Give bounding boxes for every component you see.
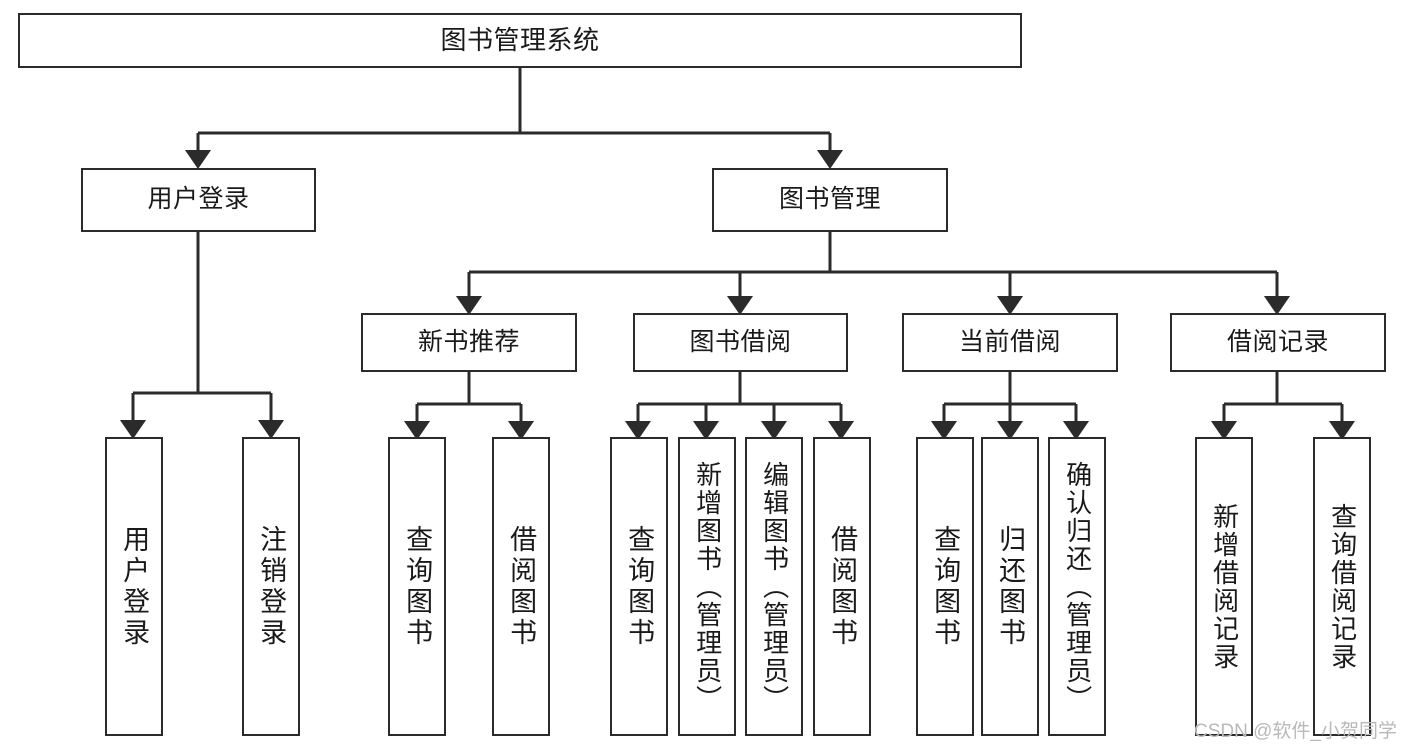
node-borrow-records[interactable]: 借阅记录 [1170,313,1386,372]
node-label: 用户登录 [147,185,250,214]
node-current-borrow[interactable]: 当前借阅 [902,313,1118,372]
leaf-book-borrow-edit-admin[interactable]: 编辑图书（管理员） [745,437,803,736]
node-book-borrow[interactable]: 图书借阅 [633,313,848,372]
node-label: 新增图书（管理员） [692,460,723,713]
leaf-borrow-records-query[interactable]: 查询借阅记录 [1313,437,1371,736]
node-label: 查询图书 [930,524,961,649]
node-label: 新增借阅记录 [1209,502,1240,671]
node-label: 图书借阅 [689,327,792,356]
leaf-borrow-records-add[interactable]: 新增借阅记录 [1195,437,1253,736]
node-label: 用户登录 [119,524,150,649]
node-label: 图书管理系统 [440,25,600,56]
leaf-current-borrow-confirm-return-admin[interactable]: 确认归还（管理员） [1048,437,1106,736]
leaf-current-borrow-query[interactable]: 查询图书 [916,437,974,736]
leaf-new-book-borrow[interactable]: 借阅图书 [492,437,550,736]
node-label: 查询借阅记录 [1327,502,1358,671]
leaf-book-borrow-query[interactable]: 查询图书 [610,437,668,736]
node-new-book-recommend[interactable]: 新书推荐 [361,313,577,372]
node-label: 查询图书 [402,524,433,649]
node-user-login[interactable]: 用户登录 [81,168,316,232]
node-book-management[interactable]: 图书管理 [712,168,948,232]
csdn-watermark: CSDN @软件_小贺同学 [1194,721,1397,742]
node-label: 借阅图书 [827,524,858,649]
leaf-user-login-logout[interactable]: 注销登录 [242,437,300,736]
node-label: 编辑图书（管理员） [759,460,790,713]
node-label: 注销登录 [256,524,287,649]
leaf-user-login-login[interactable]: 用户登录 [105,437,163,736]
leaf-new-book-query[interactable]: 查询图书 [388,437,446,736]
node-label: 归还图书 [995,524,1026,649]
node-root-book-management-system[interactable]: 图书管理系统 [18,13,1022,68]
node-label: 确认归还（管理员） [1062,460,1093,713]
leaf-book-borrow-borrow[interactable]: 借阅图书 [813,437,871,736]
node-label: 新书推荐 [417,327,520,356]
node-label: 当前借阅 [958,327,1061,356]
node-label: 借阅图书 [506,524,537,649]
node-label: 图书管理 [778,185,881,214]
leaf-current-borrow-return[interactable]: 归还图书 [981,437,1039,736]
node-label: 借阅记录 [1226,327,1329,356]
node-label: 查询图书 [624,524,655,649]
leaf-book-borrow-add-admin[interactable]: 新增图书（管理员） [678,437,736,736]
